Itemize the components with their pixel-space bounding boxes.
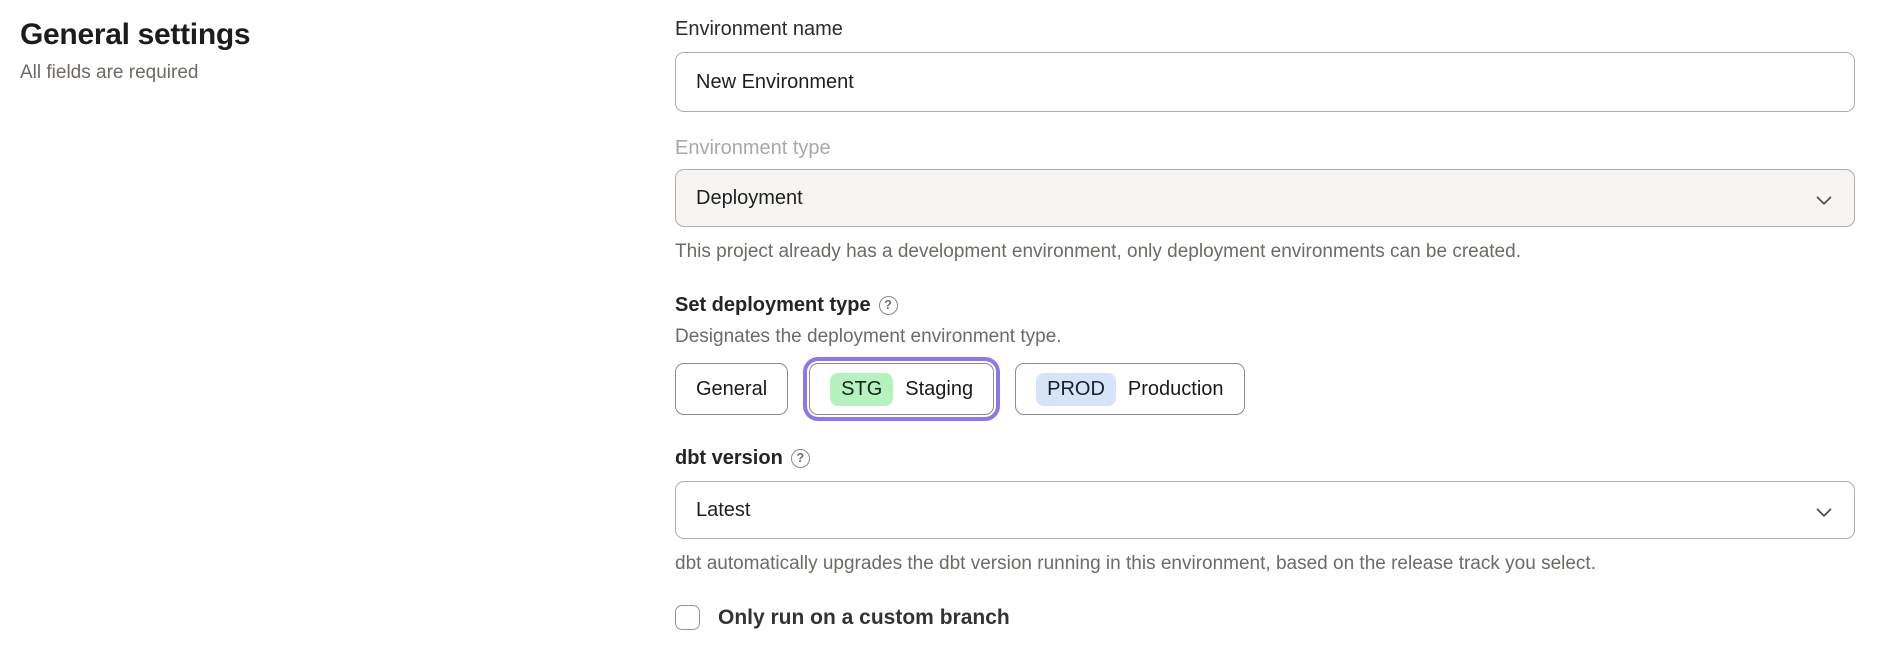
- staging-badge: STG: [830, 373, 893, 406]
- dbt-version-section-header: dbt version ?: [675, 446, 1855, 470]
- environment-name-input[interactable]: [675, 52, 1855, 112]
- settings-intro: General settings All fields are required: [20, 16, 580, 85]
- environment-type-value: Deployment: [696, 187, 803, 210]
- dbt-version-helper: dbt automatically upgrades the dbt versi…: [675, 552, 1855, 575]
- chevron-down-icon: [1816, 188, 1832, 211]
- deployment-type-production-label: Production: [1128, 378, 1224, 401]
- deployment-type-section-header: Set deployment type ?: [675, 293, 1855, 317]
- deployment-type-staging-button[interactable]: STG Staging: [809, 363, 994, 415]
- page-subtitle: All fields are required: [20, 61, 580, 85]
- dbt-version-value: Latest: [696, 499, 750, 522]
- chevron-down-icon: [1816, 500, 1832, 523]
- environment-name-label: Environment name: [675, 16, 1855, 42]
- deployment-type-staging-label: Staging: [905, 378, 973, 401]
- deployment-type-description: Designates the deployment environment ty…: [675, 325, 1855, 348]
- custom-branch-checkbox[interactable]: [675, 605, 700, 630]
- deployment-type-general-label: General: [696, 378, 767, 401]
- custom-branch-label: Only run on a custom branch: [718, 606, 1010, 630]
- deployment-type-options: General STG Staging PROD Production: [675, 363, 1855, 415]
- environment-type-helper: This project already has a development e…: [675, 240, 1855, 263]
- production-badge: PROD: [1036, 373, 1116, 406]
- help-icon[interactable]: ?: [791, 449, 810, 468]
- environment-type-label: Environment type: [675, 135, 1855, 161]
- custom-branch-row: Only run on a custom branch: [675, 605, 1855, 630]
- deployment-type-general-button[interactable]: General: [675, 363, 788, 415]
- dbt-version-label: dbt version: [675, 446, 783, 470]
- deployment-type-label: Set deployment type: [675, 293, 871, 317]
- dbt-version-select[interactable]: Latest: [675, 481, 1855, 539]
- page-title: General settings: [20, 16, 580, 54]
- environment-type-select: Deployment: [675, 169, 1855, 227]
- environment-settings-form: Environment name Environment type Deploy…: [675, 16, 1855, 630]
- deployment-type-production-button[interactable]: PROD Production: [1015, 363, 1244, 415]
- help-icon[interactable]: ?: [879, 296, 898, 315]
